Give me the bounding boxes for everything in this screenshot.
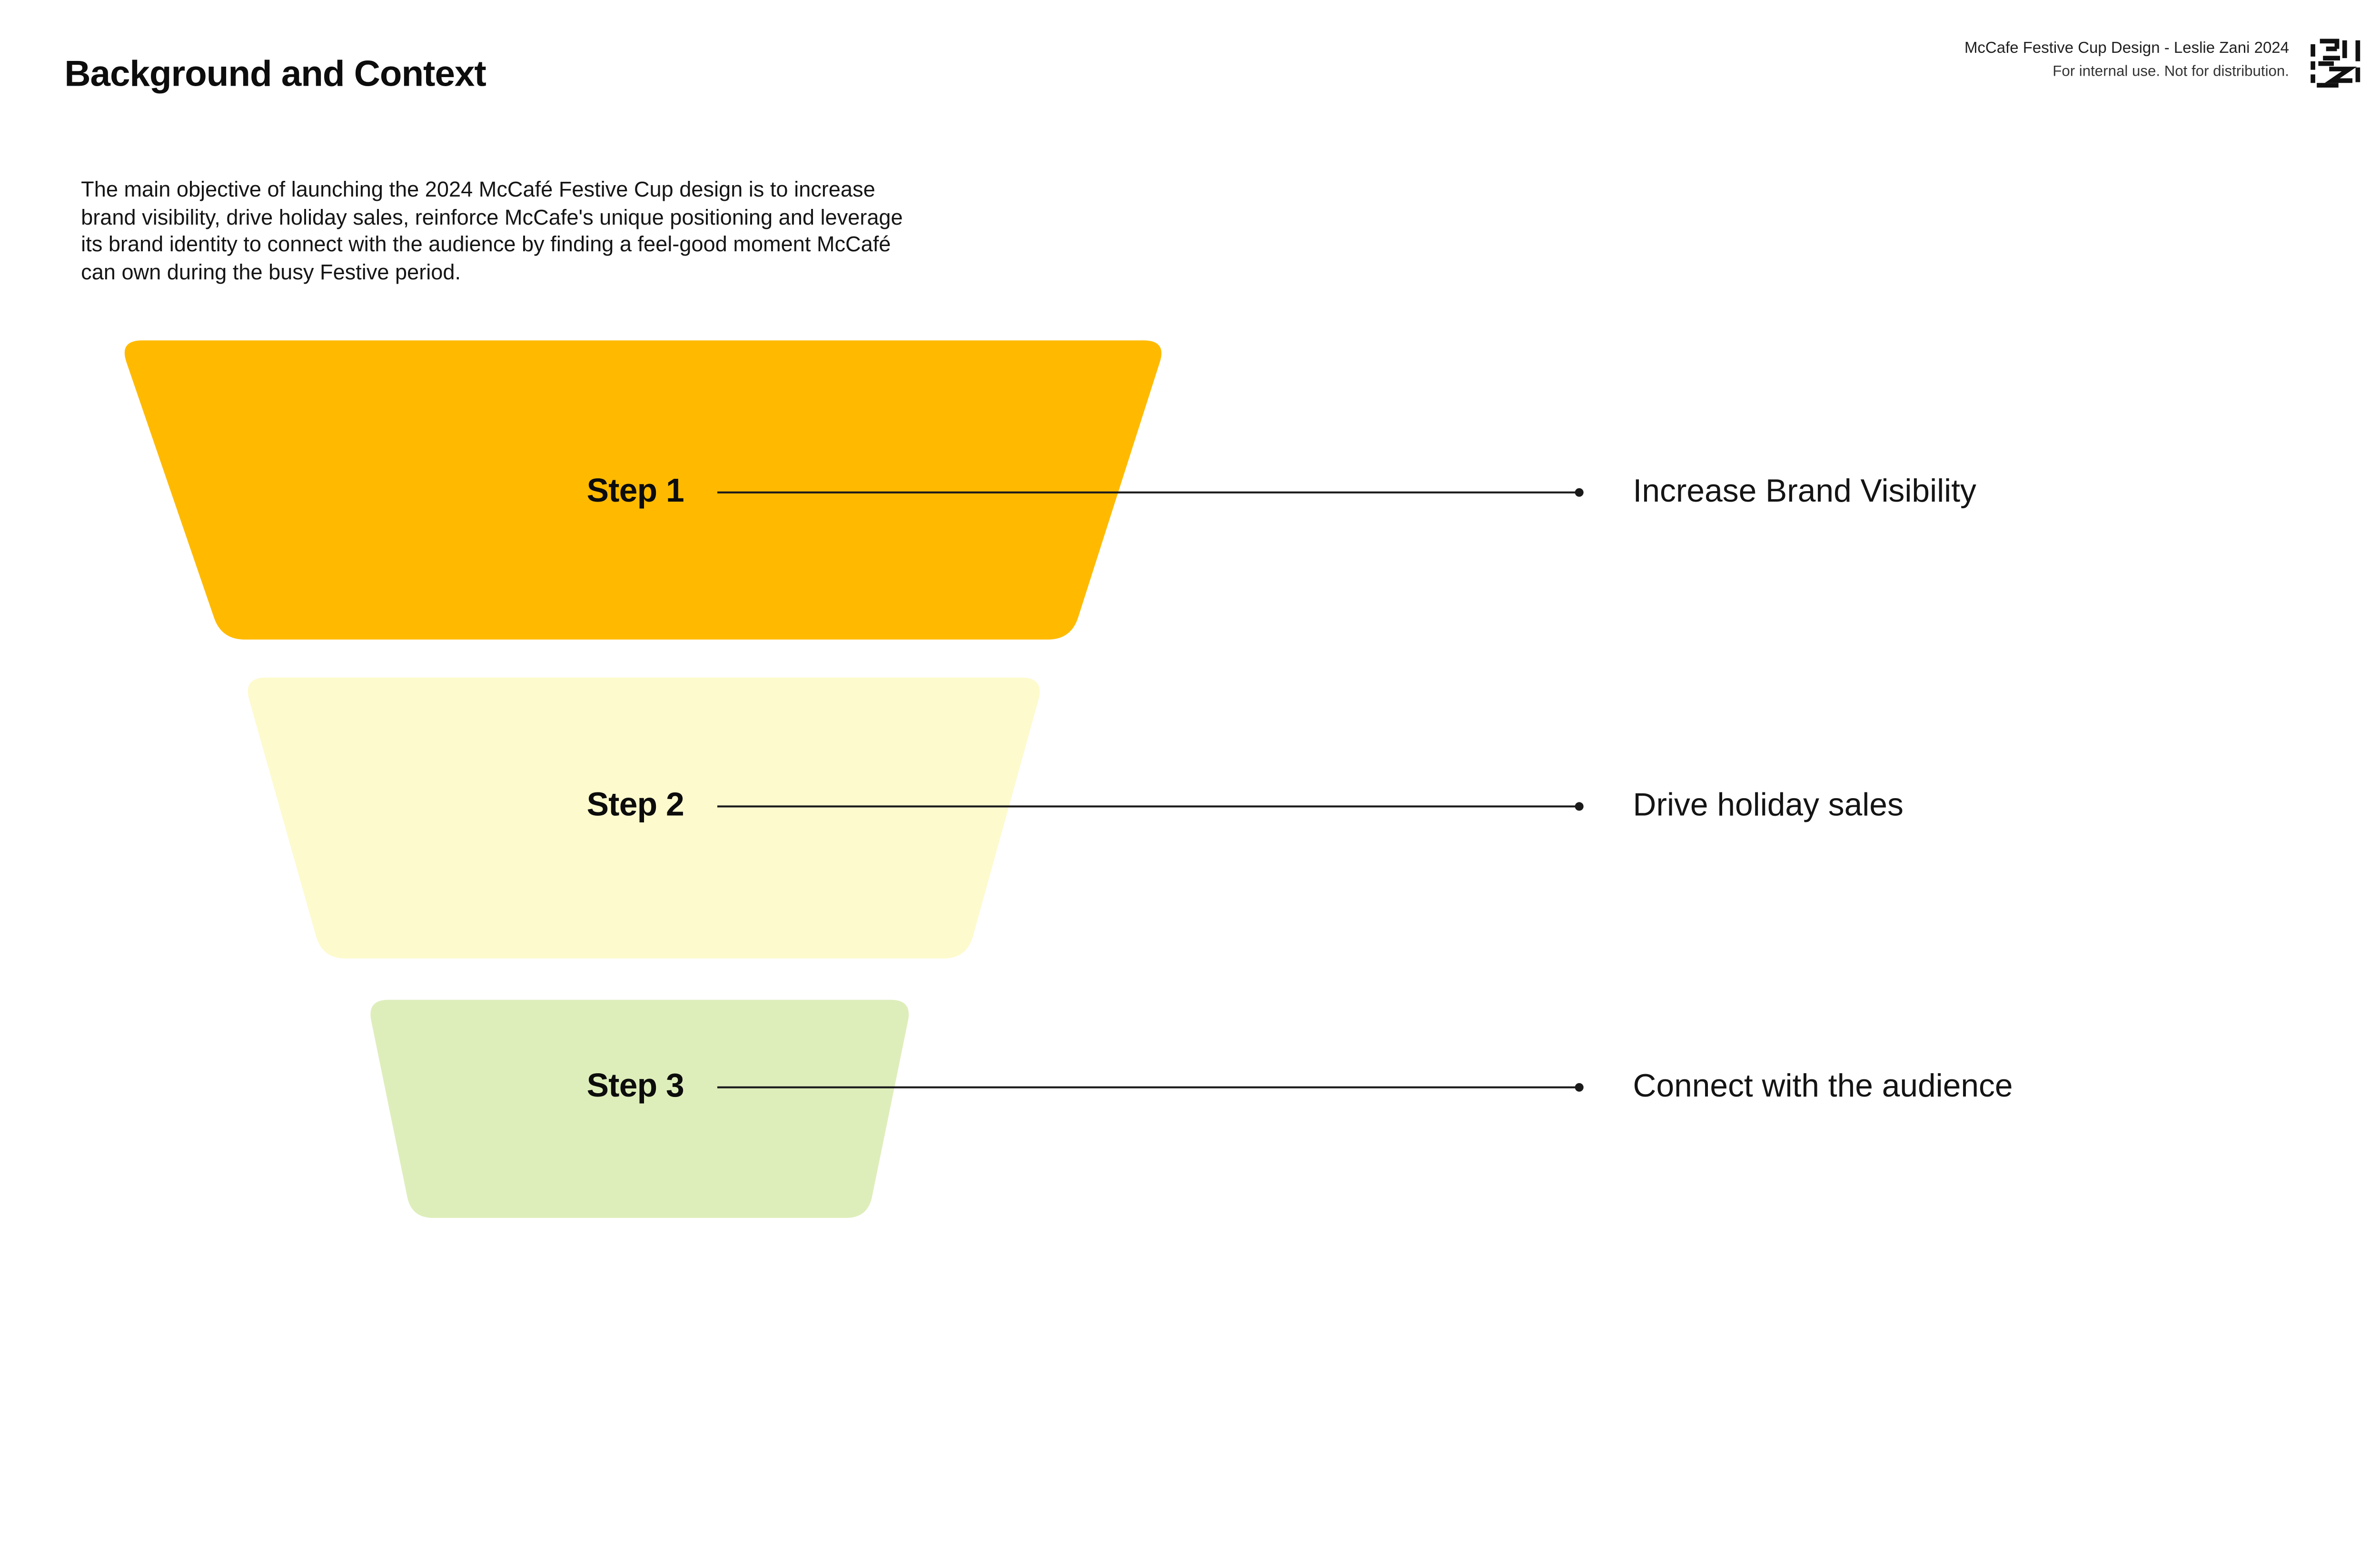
connector-dot-1	[1575, 488, 1584, 497]
funnel-diagram	[124, 340, 1584, 1218]
step-1-label: Step 1	[586, 473, 684, 510]
meta-text: McCafe Festive Cup Design - Leslie Zani …	[1964, 38, 2289, 83]
step-3-label: Step 3	[586, 1068, 684, 1105]
header-meta: McCafe Festive Cup Design - Leslie Zani …	[1964, 38, 2360, 88]
funnel-step-3-shape	[370, 999, 909, 1218]
funnel-step-2-shape	[248, 677, 1040, 959]
funnel-step-1-shape	[124, 340, 1161, 640]
connector-dot-2	[1575, 802, 1584, 811]
intro-paragraph: The main objective of launching the 2024…	[81, 177, 903, 284]
slide: Background and Context McCafe Festive Cu…	[64, 38, 2360, 1218]
connector-dot-3	[1575, 1083, 1584, 1092]
page-title: Background and Context	[64, 53, 486, 94]
step-3-description: Connect with the audience	[1633, 1068, 2013, 1105]
step-1-description: Increase Brand Visibility	[1633, 473, 1976, 510]
lz-maze-logo-icon	[2311, 39, 2360, 88]
step-2-label: Step 2	[586, 787, 684, 824]
meta-disclaimer: For internal use. Not for distribution.	[2053, 62, 2290, 79]
step-2-description: Drive holiday sales	[1633, 787, 1904, 824]
meta-credit: McCafe Festive Cup Design - Leslie Zani …	[1964, 40, 2290, 58]
